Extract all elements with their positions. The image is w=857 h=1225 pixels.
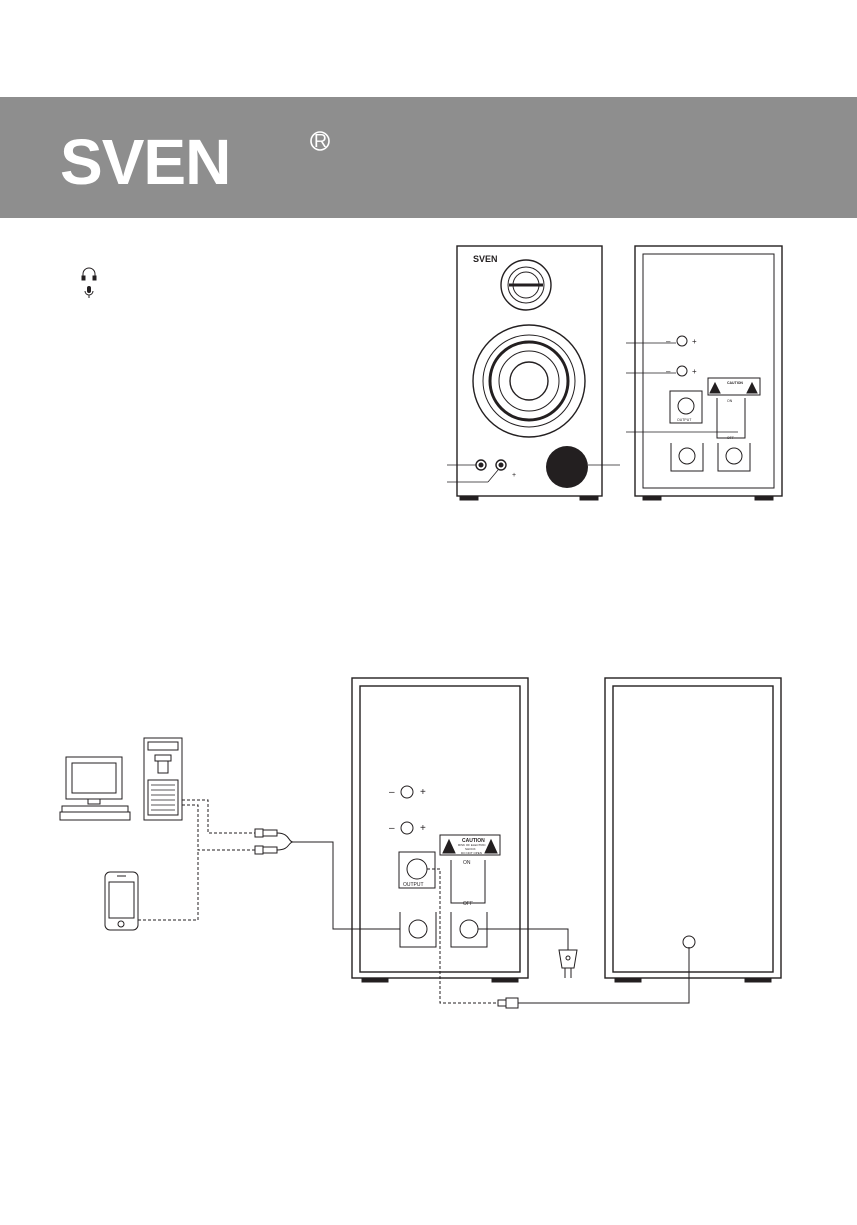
terminal-minus-2: – — [666, 367, 671, 376]
smartphone-icon — [104, 871, 139, 931]
registered-mark: R — [314, 131, 327, 151]
power-switch — [450, 860, 486, 904]
terminal-plus-3: + — [420, 787, 426, 798]
terminal-minus-3: – — [389, 787, 395, 798]
output-label-small: OUTPUT — [677, 418, 692, 422]
logo-text: SVEN — [60, 128, 230, 190]
terminal-minus-4: – — [389, 823, 395, 834]
caution-line-2: SHOCK — [465, 847, 476, 851]
icon-legend — [81, 267, 97, 298]
passive-input-jack — [682, 935, 696, 949]
power-plug-icon — [478, 928, 578, 978]
front-speaker: SVEN + — [447, 245, 620, 501]
terminal-plus-4: + — [420, 823, 426, 834]
input-jack — [408, 919, 428, 939]
caution-title: CAUTION — [462, 838, 485, 844]
header-band — [0, 97, 857, 218]
headphones-icon — [81, 267, 97, 281]
terminal-plus-2: + — [692, 367, 697, 376]
caution-line-1: RISK OF ELECTRIC — [458, 843, 487, 847]
caution-title-small: CAUTION — [727, 381, 743, 385]
caution-line-3: DO NOT OPEN — [461, 851, 482, 855]
computer-icon — [59, 737, 183, 821]
source-cables — [138, 799, 255, 921]
mini-jack-plug — [497, 947, 690, 1009]
sven-logo: SVEN R — [60, 128, 330, 190]
caution-label — [439, 834, 501, 856]
microphone-icon — [84, 286, 94, 298]
back-speaker-top: – + – + CAUTION OUTPUT ON OFF — [626, 245, 783, 501]
on-label: ON — [463, 860, 471, 866]
registered-mark-circle — [310, 131, 330, 151]
off-label: OFF — [463, 901, 473, 907]
volume-knob — [546, 446, 588, 488]
output-jack — [398, 851, 436, 889]
terminal-minus-1: – — [666, 337, 671, 346]
jack-label: + — [512, 472, 516, 479]
off-label-small: OFF — [727, 436, 734, 440]
mic-jack — [495, 459, 507, 471]
output-label: OUTPUT — [403, 882, 424, 888]
rca-plugs — [254, 828, 400, 930]
terminal-plus-1: + — [692, 337, 697, 346]
power-socket — [459, 919, 479, 939]
front-logo: SVEN — [473, 254, 498, 264]
on-label-small: ON — [727, 399, 733, 403]
output-cable — [427, 868, 498, 1004]
passive-speaker-back — [604, 677, 782, 983]
